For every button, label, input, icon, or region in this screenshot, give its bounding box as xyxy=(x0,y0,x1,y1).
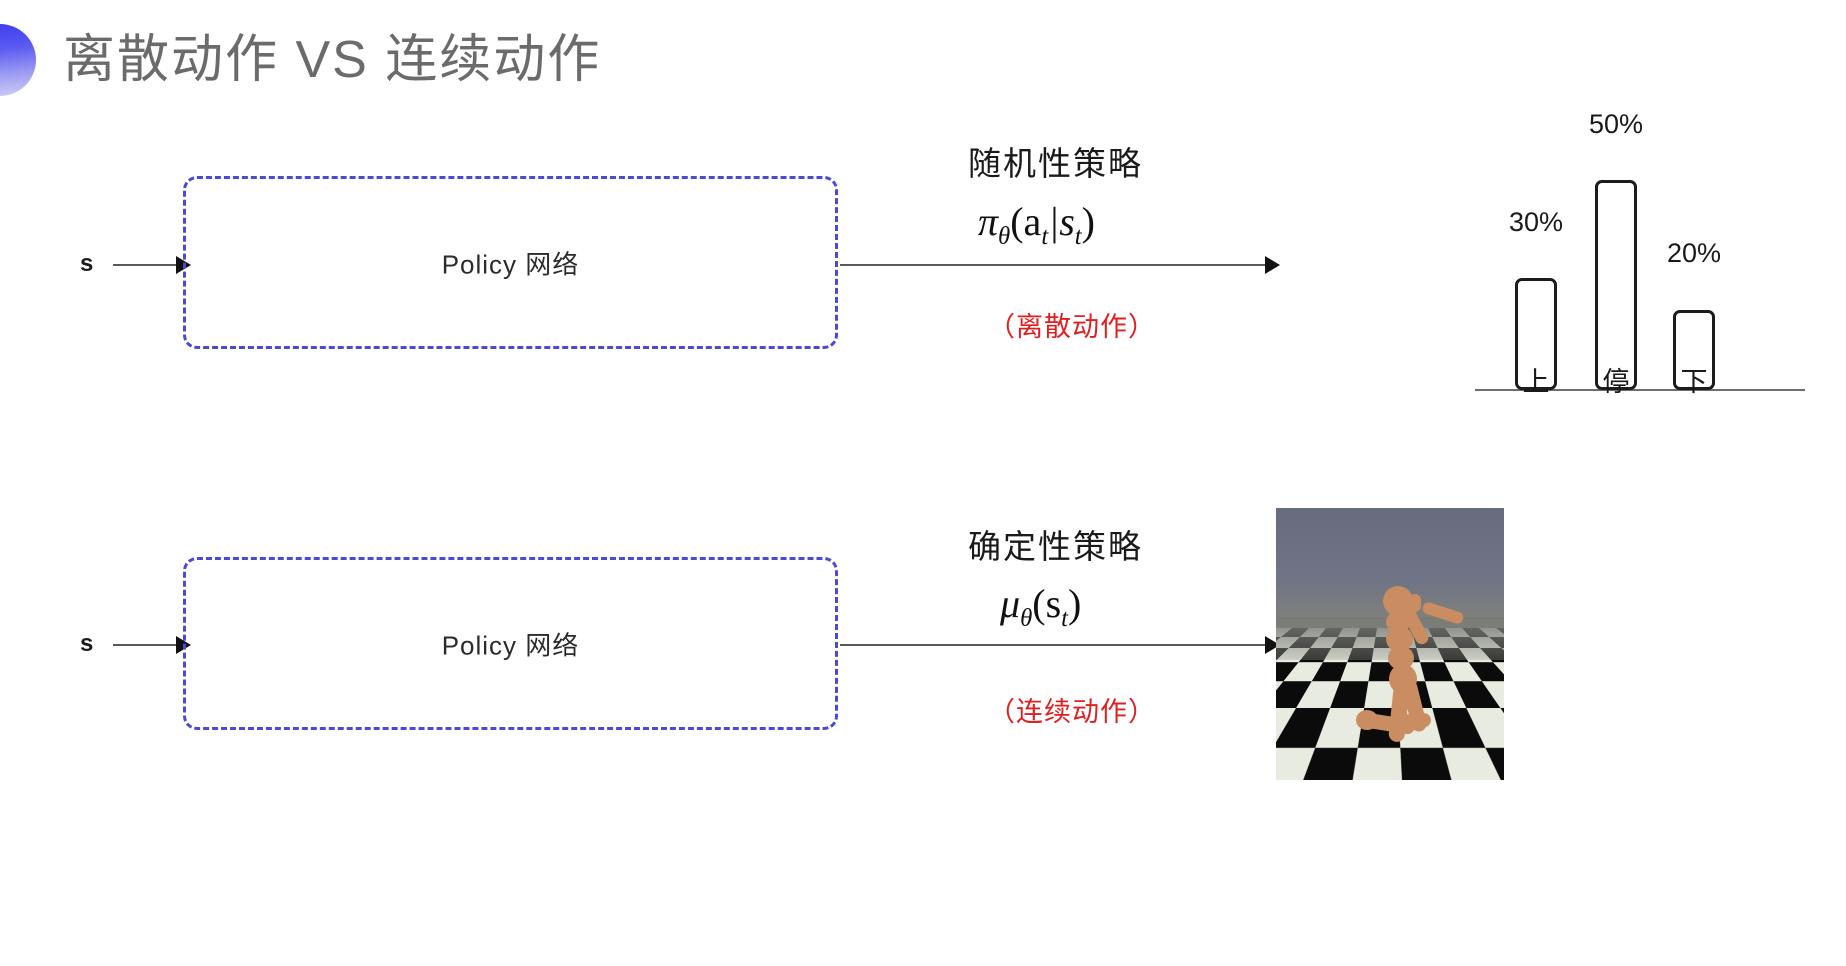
formula-theta-2: θ xyxy=(1020,605,1033,632)
formula-close-2: ) xyxy=(1068,581,1082,626)
bar-down xyxy=(1673,310,1715,390)
humanoid-shin-right xyxy=(1392,712,1432,730)
title-bullet-icon xyxy=(0,24,36,96)
formula-sub-t2: t xyxy=(1074,223,1082,250)
policy-formula-discrete: πθ(at|st) xyxy=(978,198,1095,251)
humanoid-foot-left xyxy=(1356,710,1378,730)
formula-open-2: (s xyxy=(1032,581,1062,626)
bar-up xyxy=(1515,278,1557,390)
bar-stop xyxy=(1595,180,1637,390)
policy-type-label-continuous: 确定性策略 xyxy=(968,528,1143,565)
input-arrow-line-continuous xyxy=(113,644,181,646)
action-probability-bar-chart: 30% 上 50% 停 20% 下 xyxy=(1470,100,1820,400)
policy-network-label-discrete: Policy 网络 xyxy=(441,249,580,279)
page-title: 离散动作 VS 连续动作 xyxy=(63,31,602,89)
input-state-label-discrete: s xyxy=(80,250,94,277)
policy-network-box-continuous[interactable]: Policy 网络 xyxy=(183,557,838,730)
bar-category-up: 上 xyxy=(1522,367,1550,397)
policy-network-label-continuous: Policy 网络 xyxy=(441,630,580,660)
formula-mid: |s xyxy=(1048,199,1075,244)
action-type-note-continuous: （连续动作） xyxy=(988,697,1156,727)
input-arrow-line-discrete xyxy=(113,264,181,266)
bar-category-stop: 停 xyxy=(1602,367,1630,397)
formula-close: ) xyxy=(1081,199,1095,244)
formula-mu: μ xyxy=(1000,581,1021,626)
output-arrow-head-discrete xyxy=(1265,256,1280,274)
formula-sub-t1: t xyxy=(1041,223,1049,250)
bar-value-down: 20% xyxy=(1666,238,1722,268)
formula-theta: θ xyxy=(998,223,1011,250)
formula-pi: π xyxy=(978,199,999,244)
input-state-label-continuous: s xyxy=(80,630,94,657)
chart-baseline-axis xyxy=(1475,389,1805,391)
humanoid-hand xyxy=(1409,594,1421,612)
policy-network-box-discrete[interactable]: Policy 网络 xyxy=(183,176,838,349)
bottom-frame-bar xyxy=(0,952,1846,966)
action-type-note-discrete: （离散动作） xyxy=(988,312,1156,342)
policy-formula-continuous: μθ(st) xyxy=(1000,580,1081,633)
policy-type-label-discrete: 随机性策略 xyxy=(968,145,1143,182)
bar-value-up: 30% xyxy=(1508,207,1564,237)
formula-sub-t1-2: t xyxy=(1061,605,1069,632)
output-arrow-line-continuous xyxy=(840,644,1270,646)
bar-value-stop: 50% xyxy=(1588,109,1644,139)
humanoid-simulation-image xyxy=(1276,508,1504,780)
bar-category-down: 下 xyxy=(1680,367,1708,397)
output-arrow-line-discrete xyxy=(840,264,1270,266)
formula-open: (a xyxy=(1010,199,1042,244)
